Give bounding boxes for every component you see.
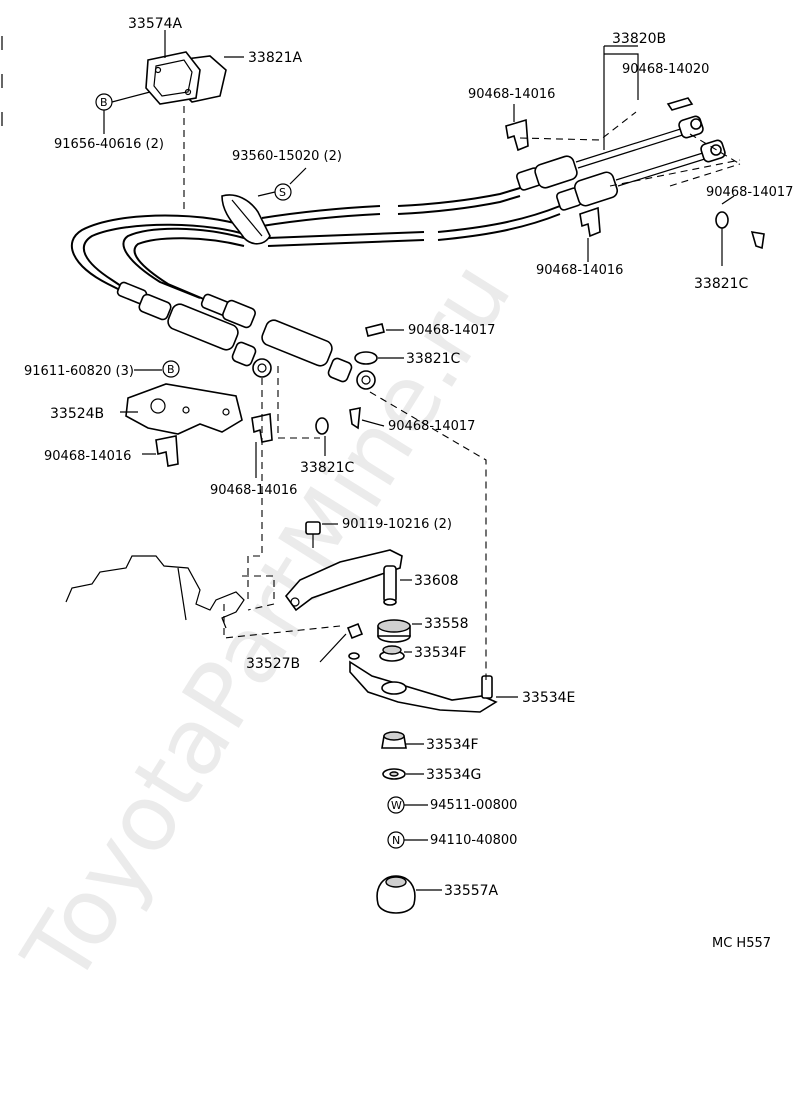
part-label: 33574A [128, 16, 183, 32]
part-label: 33558 [424, 616, 469, 632]
bracket-33524b [125, 383, 243, 435]
bushings [346, 619, 411, 662]
part-label: 33821C [406, 351, 461, 367]
code-w-icon: W [391, 799, 402, 812]
part-label: 33608 [414, 573, 459, 589]
code-s-icon: S [279, 186, 286, 199]
part-labels: 33574A 33821A 91656-40616 (2) 93560-1502… [24, 16, 793, 951]
part-label: 33821C [300, 460, 355, 476]
part-label: 90468-14020 [622, 62, 709, 77]
part-label: 33534F [426, 737, 479, 753]
part-label: 33534G [426, 767, 481, 783]
clips-right [505, 97, 765, 250]
right-cable-ends [515, 115, 726, 211]
part-label: 94511-00800 [430, 798, 517, 813]
part-label: 93560-15020 (2) [232, 149, 342, 164]
part-label: 33534F [414, 645, 467, 661]
code-n-icon: N [392, 834, 400, 847]
diagram-code: MC H557 [712, 936, 771, 951]
part-label: 33527B [246, 656, 300, 672]
part-label: 33821C [694, 276, 749, 292]
part-label: 90468-14017 [388, 419, 475, 434]
part-label: 90468-14017 [408, 323, 495, 338]
leader-lines [103, 30, 735, 891]
part-label: 90468-14016 [536, 263, 623, 278]
part-label: 90468-14016 [210, 483, 297, 498]
transmission-housing [65, 555, 245, 629]
part-label: 91656-40616 (2) [54, 137, 164, 152]
code-b-icon: B [100, 96, 108, 109]
part-label: 33821A [248, 50, 303, 66]
part-label: 33820B [612, 31, 666, 47]
part-label: 33534E [522, 690, 575, 706]
lower-stack [376, 731, 416, 914]
part-label: 94110-40800 [430, 833, 517, 848]
cable-bracket-33574a [145, 51, 227, 105]
cable-grommet [221, 194, 271, 245]
part-label: 91611-60820 (3) [24, 364, 134, 379]
part-label: 90468-14016 [44, 449, 131, 464]
part-label: 33557A [444, 883, 499, 899]
code-b-icon: B [167, 363, 175, 376]
left-cable-ends [116, 281, 376, 390]
part-label: 90468-14016 [468, 87, 555, 102]
part-label: 33524B [50, 406, 104, 422]
dashed-leaders [183, 106, 741, 680]
part-label: 90119-10216 (2) [342, 517, 452, 532]
shift-lever-33534e [348, 652, 498, 713]
shift-lever-33608 [284, 521, 403, 612]
part-label: 90468-14017 [706, 185, 793, 200]
shift-cables [70, 187, 561, 301]
